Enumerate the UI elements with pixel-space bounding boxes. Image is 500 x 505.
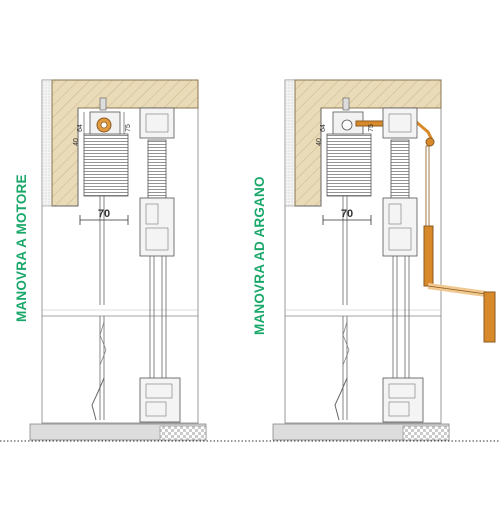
right-dim-width: 70 xyxy=(341,208,353,220)
left-panel-label: MANOVRA A MOTORE xyxy=(14,174,29,322)
crank-mechanism xyxy=(355,107,496,343)
left-dim-b: 40 xyxy=(73,138,80,146)
left-panel-drawing: 70 64 40 75 xyxy=(29,79,207,441)
right-dim-b: 40 xyxy=(316,138,323,146)
left-dim-c: 75 xyxy=(125,124,132,132)
left-dim-width: 70 xyxy=(98,208,110,220)
right-panel-drawing: 70 64 40 75 xyxy=(272,79,496,441)
left-dim-a: 64 xyxy=(77,124,84,132)
right-panel-label: MANOVRA AD ARGANO xyxy=(252,176,267,335)
right-dim-a: 64 xyxy=(320,124,327,132)
right-dim-c: 75 xyxy=(368,124,375,132)
